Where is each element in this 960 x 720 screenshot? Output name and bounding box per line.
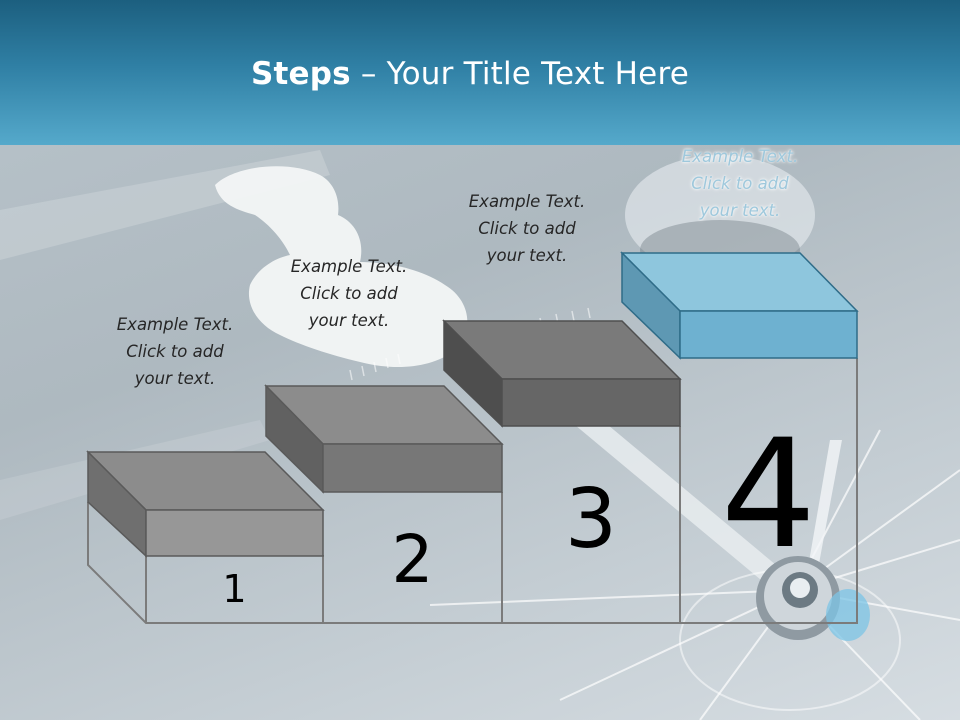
- step-number-1: 1: [222, 567, 247, 611]
- step-text-1[interactable]: Example Text. Click to add your text.: [85, 311, 265, 392]
- step-text-4-line-2: Click to add: [691, 174, 789, 193]
- compass-pivot: [679, 556, 901, 711]
- step-number-2: 2: [391, 521, 434, 598]
- step-text-4[interactable]: Example Text. Click to add your text.: [650, 143, 830, 224]
- step-text-2-line-3: your text.: [308, 311, 390, 330]
- step-text-3[interactable]: Example Text. Click to add your text.: [437, 188, 617, 269]
- step-text-1-line-2: Click to add: [126, 342, 224, 361]
- title-bar: [0, 0, 960, 145]
- step-text-2-line-2: Click to add: [300, 284, 398, 303]
- step-text-3-line-3: your text.: [486, 246, 568, 265]
- step-frame-1: [87, 502, 324, 624]
- step-block-2: [264, 384, 504, 494]
- step-text-2-line-1: Example Text.: [290, 257, 408, 276]
- step-text-3-line-1: Example Text.: [468, 192, 586, 211]
- step-text-1-line-3: your text.: [134, 369, 216, 388]
- step-number-3: 3: [564, 472, 618, 567]
- step-text-4-line-1: Example Text.: [681, 147, 799, 166]
- step-text-2[interactable]: Example Text. Click to add your text.: [259, 253, 439, 334]
- step-number-4: 4: [720, 408, 817, 582]
- step-block-1: [86, 450, 325, 558]
- step-block-3: [442, 319, 682, 428]
- step-text-3-line-2: Click to add: [478, 219, 576, 238]
- title-bold: Steps: [250, 56, 351, 92]
- step-frame-4: [680, 358, 858, 624]
- slide-title: Steps – Your Title Text Here: [0, 56, 940, 92]
- step-text-1-line-1: Example Text.: [116, 315, 234, 334]
- person-silhouette: [215, 166, 468, 367]
- step-text-4-line-3: your text.: [699, 201, 781, 220]
- title-rest: – Your Title Text Here: [350, 56, 689, 92]
- step-block-4: [620, 251, 859, 360]
